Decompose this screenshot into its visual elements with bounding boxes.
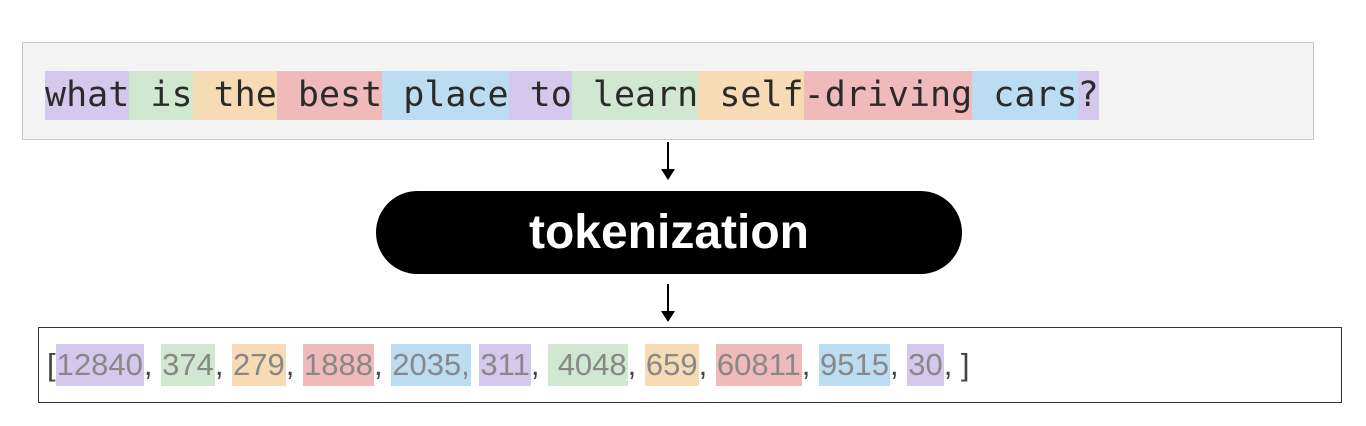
text-token: place [382,71,509,120]
separator: , [889,347,908,382]
separator: , [214,347,233,382]
text-token: is [129,71,193,120]
open-bracket: [ [47,347,56,382]
tokenization-label-text: tokenization [528,206,809,259]
text-token: cars [972,71,1078,120]
text-token: ? [1077,71,1099,120]
token-id: 1888 [303,344,374,386]
separator: , [801,347,819,382]
text-token: to [508,71,572,120]
separator: , [285,347,304,382]
close-bracket: ] [960,347,970,382]
token-id: 4048 [548,344,628,386]
token-id: 311 [479,344,531,386]
text-token: best [276,71,383,120]
tokenization-label: tokenization [376,191,962,274]
down-arrow-icon [661,284,675,322]
text-token: what [45,71,130,120]
token-ids-line: [12840, 374, 279, 1888, 2035, 311, 4048,… [47,344,970,386]
text-token: -driving [803,71,973,120]
token-ids-box: [12840, 374, 279, 1888, 2035, 311, 4048,… [38,327,1342,403]
separator [471,347,480,383]
separator: , [698,347,716,382]
token-id: 60811 [715,344,802,386]
input-text-line: what is the best place to learn self-dri… [45,71,1099,120]
down-arrow-icon [661,142,675,180]
text-token: self [698,71,804,120]
token-id: 279 [232,344,286,386]
text-token: the [192,71,277,120]
text-token: learn [571,71,699,120]
separator: , [627,347,645,382]
token-id: 9515 [819,344,890,386]
token-id: 12840 [55,344,144,386]
token-id: 2035, [391,344,471,386]
separator: , [530,347,549,382]
token-id: 374 [161,344,215,386]
separator: , [943,347,961,382]
input-text-box: what is the best place to learn self-dri… [22,42,1314,140]
token-id: 659 [644,344,699,386]
separator: , [143,347,162,382]
separator: , [373,347,392,382]
token-id: 30 [907,344,944,386]
